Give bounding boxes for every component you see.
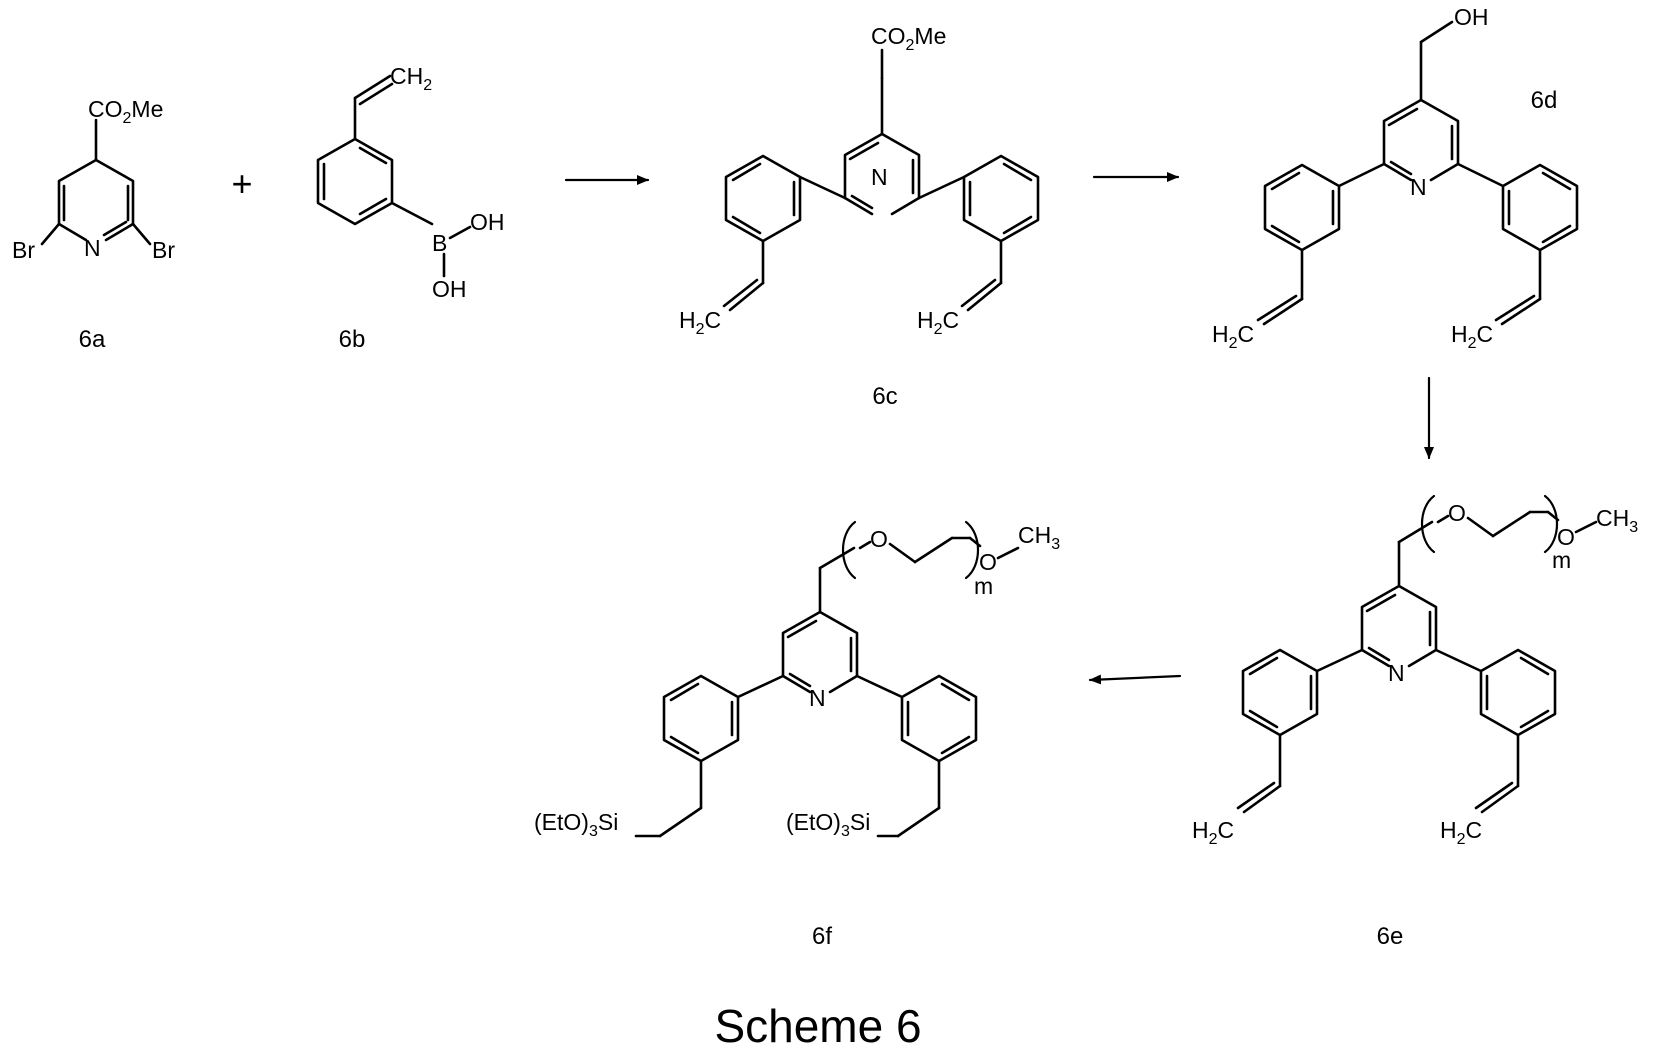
benzene-ring-right <box>964 156 1038 241</box>
atom-n: N <box>871 164 888 190</box>
compound-label: 6b <box>339 326 366 353</box>
bracket-right <box>966 522 978 578</box>
atom-o: O <box>1557 524 1575 550</box>
atom-o: O <box>1448 500 1466 526</box>
benzene-ring-left <box>1243 650 1317 735</box>
atom-oh-top: OH <box>470 209 505 235</box>
pyridine-ring <box>42 160 150 244</box>
atom-n: N <box>1410 174 1427 200</box>
atom-b: B <box>432 230 447 256</box>
atom-br-right: Br <box>152 237 175 263</box>
ester-label: CO2Me <box>88 96 163 127</box>
plus-sign: + <box>231 163 252 204</box>
reaction-arrow-4 <box>1090 676 1180 680</box>
scheme-title: Scheme 6 <box>714 1000 921 1051</box>
atom-o: O <box>979 549 997 575</box>
ch3-label: CH3 <box>1596 505 1638 536</box>
compound-6f: O m O CH3 N (EtO)3Si (EtO)3Si <box>534 522 1060 950</box>
h2c-label: H2C <box>1212 321 1254 352</box>
benzene-ring-right <box>1481 650 1555 735</box>
compound-label: 6e <box>1377 923 1404 950</box>
atom-br-left: Br <box>12 237 35 263</box>
benzene-ring-left <box>726 156 800 241</box>
pyridine-ring <box>783 612 857 692</box>
h2c-label: H2C <box>917 307 959 338</box>
ch3-label: CH3 <box>1018 522 1060 553</box>
atom-n: N <box>1388 660 1405 686</box>
compound-6d: OH N H2C H2C 6d <box>1212 4 1577 352</box>
atom-n: N <box>84 235 101 261</box>
compound-label: 6a <box>79 326 106 353</box>
benzene-ring-right <box>902 676 976 761</box>
compound-6b: CH2 B OH OH 6b <box>318 63 505 353</box>
h2c-label: H2C <box>679 307 721 338</box>
benzene-ring-left <box>1265 165 1339 250</box>
compound-6a: CO2Me N Br Br 6a <box>12 96 175 353</box>
benzene-ring-left <box>664 676 738 761</box>
benzene-ring-right <box>1503 165 1577 250</box>
h2c-label: H2C <box>1440 817 1482 848</box>
compound-6c: CO2Me N H2C H2C 6c <box>679 23 1038 410</box>
atom-o: O <box>870 526 888 552</box>
repeat-index-m: m <box>1552 547 1571 573</box>
h2c-label: H2C <box>1192 817 1234 848</box>
compound-label: 6c <box>872 383 897 410</box>
silane-label: (EtO)3Si <box>534 809 618 840</box>
oh-label: OH <box>1454 4 1489 30</box>
silane-label: (EtO)3Si <box>786 809 870 840</box>
atom-oh-bottom: OH <box>432 276 467 302</box>
ch2-label: CH2 <box>390 63 432 94</box>
pyridine-ring <box>1362 586 1436 666</box>
benzene-ring <box>318 139 392 224</box>
compound-6e: O m O CH3 N H2C H2C 6e <box>1192 496 1638 950</box>
bracket-right <box>1545 496 1557 552</box>
atom-n: N <box>809 685 826 711</box>
h2c-label: H2C <box>1451 321 1493 352</box>
compound-label: 6f <box>812 923 832 950</box>
repeat-index-m: m <box>974 573 993 599</box>
pyridine-ring <box>1384 100 1458 180</box>
compound-label: 6d <box>1531 87 1558 114</box>
